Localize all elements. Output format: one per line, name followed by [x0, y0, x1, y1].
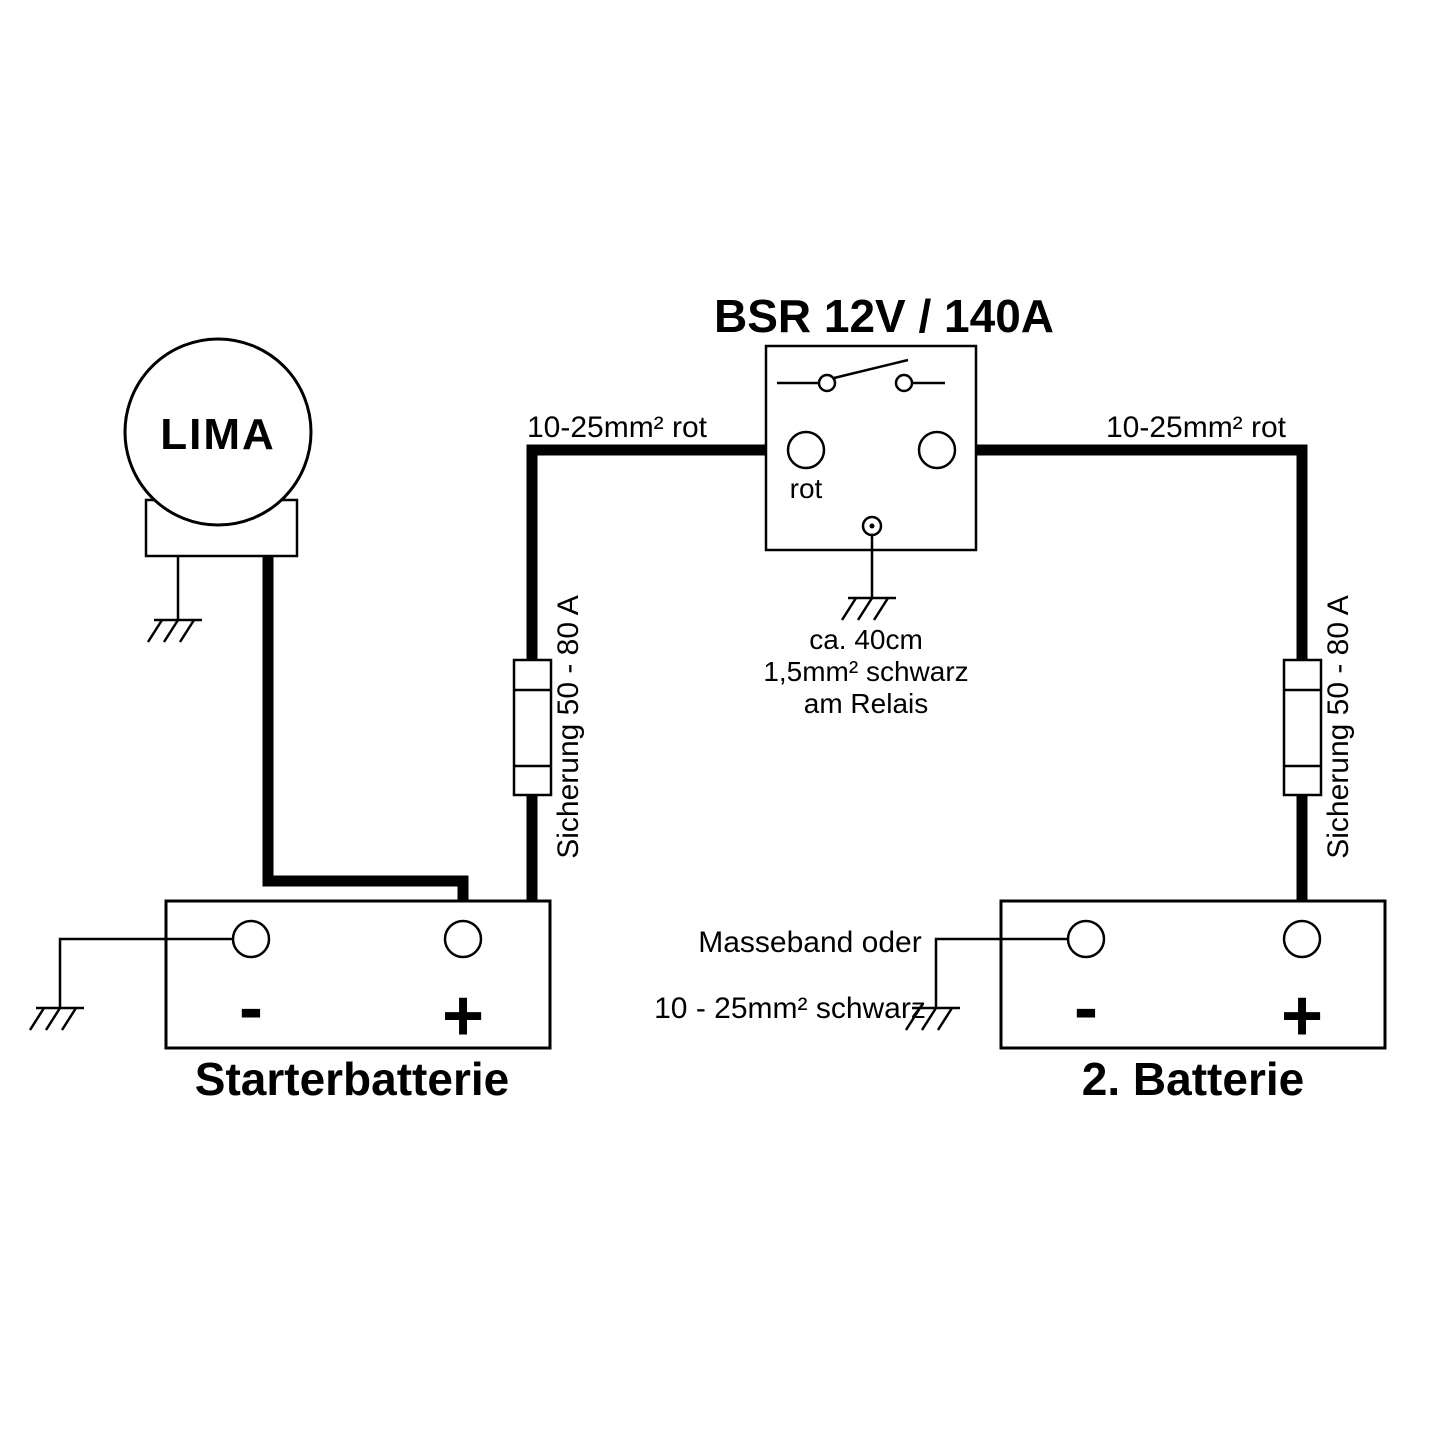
relay-ground-note-3: am Relais: [804, 688, 928, 719]
starter-battery-minus-sign: -: [239, 968, 263, 1048]
diagram-title: BSR 12V / 140A: [714, 290, 1054, 342]
ground-icon: [146, 618, 202, 643]
wire-lima-to-starter-plus: [262, 552, 469, 939]
alternator-body: [123, 337, 313, 527]
relay-left-terminal: [786, 430, 826, 470]
ground-icon: [904, 1006, 960, 1031]
ground-icon: [28, 1006, 84, 1031]
alternator-label: LIMA: [160, 410, 276, 459]
ground-strap-label-1: Masseband oder: [698, 926, 921, 959]
left-wire-label: 10-25mm² rot: [527, 411, 708, 444]
relay-ground-note-2: 1,5mm² schwarz: [763, 656, 968, 687]
starter-battery-plus-sign: +: [442, 976, 484, 1056]
starter-battery-name: Starterbatterie: [195, 1053, 509, 1105]
relay: rot ca. 40cm 1,5mm² schwarz am Relais: [763, 344, 978, 719]
relay-left-terminal-label: rot: [790, 473, 823, 504]
switch-icon: [777, 358, 945, 393]
left-fuse-body: [512, 658, 553, 797]
second-battery: - + 2. Batterie Masseband oder 10 - 25mm…: [654, 899, 1387, 1105]
right-wire-label: 10-25mm² rot: [1106, 411, 1287, 444]
relay-right-terminal: [917, 430, 957, 470]
left-fuse-label: Sicherung 50 - 80 A: [552, 595, 585, 859]
starter-battery-body: [164, 899, 552, 1050]
starter-battery-ground-wire: [58, 937, 233, 1008]
ground-strap-label-2: 10 - 25mm² schwarz: [654, 992, 926, 1025]
second-battery-plus-terminal: [1282, 919, 1322, 959]
relay-ground-note-1: ca. 40cm: [809, 624, 923, 655]
starter-battery: - + Starterbatterie: [28, 899, 552, 1105]
second-battery-ground-wire: [934, 937, 1068, 1008]
second-battery-minus-sign: -: [1074, 968, 1098, 1048]
relay-control-pin-dot: [869, 523, 875, 529]
alternator: LIMA: [123, 337, 313, 643]
second-battery-minus-terminal: [1066, 919, 1106, 959]
ground-icon: [840, 596, 896, 621]
left-fuse: Sicherung 50 - 80 A: [512, 595, 585, 859]
right-fuse-body: [1282, 658, 1323, 797]
right-fuse-label: Sicherung 50 - 80 A: [1322, 595, 1355, 859]
second-battery-name: 2. Batterie: [1082, 1053, 1304, 1105]
starter-battery-plus-terminal: [443, 919, 483, 959]
starter-battery-minus-terminal: [231, 919, 271, 959]
second-battery-plus-sign: +: [1281, 976, 1323, 1056]
wire-relay-to-second-plus: [937, 444, 1308, 939]
right-fuse: Sicherung 50 - 80 A: [1282, 595, 1355, 859]
second-battery-body: [999, 899, 1387, 1050]
